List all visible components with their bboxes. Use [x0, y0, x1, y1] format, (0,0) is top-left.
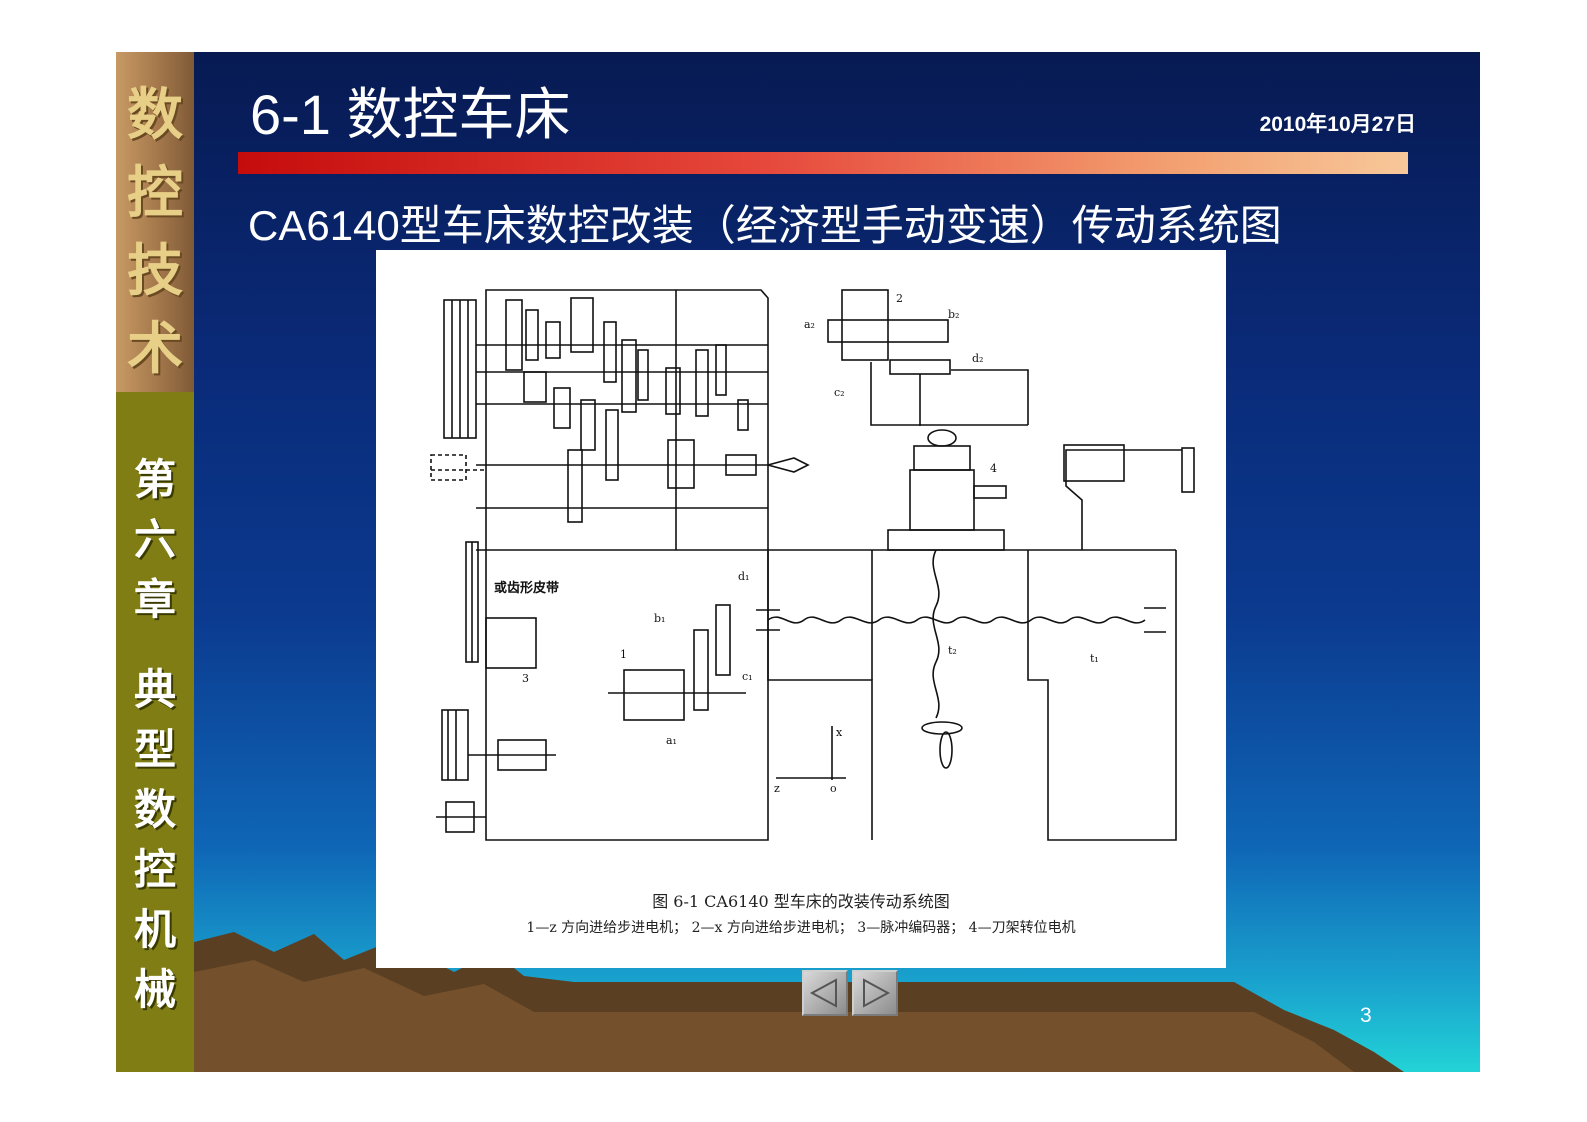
- label-motor-2: 2: [896, 292, 903, 305]
- page-number: 3: [1360, 1004, 1372, 1027]
- slide-title: 6-1 数控车床: [250, 83, 571, 146]
- sidebar-chapter-char: 典: [133, 665, 176, 714]
- slide: 数 控 技 术 第 六 章 典 型 数 控 机 械 6-1 数控车床 2010年…: [116, 52, 1480, 1072]
- slide-date: 2010年10月27日: [1259, 113, 1416, 136]
- sidebar-course-char: 技: [127, 238, 183, 304]
- label-t1: t₁: [1090, 652, 1099, 665]
- figure-legend: 1—z 方向进给步进电机； 2—x 方向进给步进电机； 3—脉冲编码器； 4—刀…: [526, 920, 1076, 936]
- label-c1: c₁: [742, 670, 753, 683]
- label-origin: o: [830, 782, 837, 795]
- diagram-labels: 或齿形皮带 1 2 3 4 a₁ b₁ c₁ d₁ a₂ b₂ c₂ d₂ t₁…: [494, 292, 1099, 795]
- sidebar-course-title: 数 控 技 术: [116, 52, 194, 392]
- label-belt: 或齿形皮带: [494, 580, 559, 596]
- label-b1: b₁: [654, 612, 665, 625]
- sidebar-chapter-char: 控: [133, 845, 176, 894]
- sidebar-chapter-char: 第: [133, 455, 176, 504]
- label-d1: d₁: [738, 570, 749, 583]
- figure-caption: 图 6-1 CA6140 型车床的改装传动系统图: [652, 892, 950, 911]
- label-turret-motor-4: 4: [990, 462, 997, 475]
- right-triangle-icon: [863, 978, 891, 1008]
- label-axis-z: z: [774, 782, 780, 795]
- sidebar-course-char: 数: [127, 82, 183, 148]
- transmission-system-diagram: [430, 289, 1195, 841]
- label-motor-1: 1: [620, 648, 627, 661]
- sidebar-chapter-char: 章: [133, 575, 176, 624]
- sidebar-chapter-title: 第 六 章 典 型 数 控 机 械: [116, 392, 194, 1072]
- next-slide-button[interactable]: [852, 970, 898, 1016]
- label-a2: a₂: [804, 318, 815, 331]
- sidebar-chapter-char: 械: [133, 965, 176, 1014]
- label-axis-x: x: [836, 726, 843, 739]
- label-t2: t₂: [948, 644, 957, 657]
- slide-subtitle: CA6140型车床数控改装（经济型手动变速）传动系统图: [248, 202, 1282, 249]
- sidebar-course-char: 控: [127, 160, 183, 226]
- label-c2: c₂: [834, 386, 845, 399]
- label-b2: b₂: [948, 308, 959, 321]
- previous-slide-button[interactable]: [802, 970, 848, 1016]
- label-d2: d₂: [972, 352, 983, 365]
- sidebar-chapter-char: 六: [133, 515, 176, 564]
- sidebar-chapter-char: 型: [133, 725, 176, 774]
- left-triangle-icon: [809, 978, 837, 1008]
- transmission-diagram-figure: 或齿形皮带 1 2 3 4 a₁ b₁ c₁ d₁ a₂ b₂ c₂ d₂ t₁…: [376, 250, 1226, 968]
- sidebar-chapter-char: 机: [133, 905, 176, 954]
- label-a1: a₁: [666, 734, 677, 747]
- label-encoder-3: 3: [522, 672, 529, 685]
- sidebar-chapter-char: 数: [133, 785, 176, 834]
- sidebar-course-char: 术: [127, 316, 183, 382]
- title-divider-bar: [238, 152, 1408, 174]
